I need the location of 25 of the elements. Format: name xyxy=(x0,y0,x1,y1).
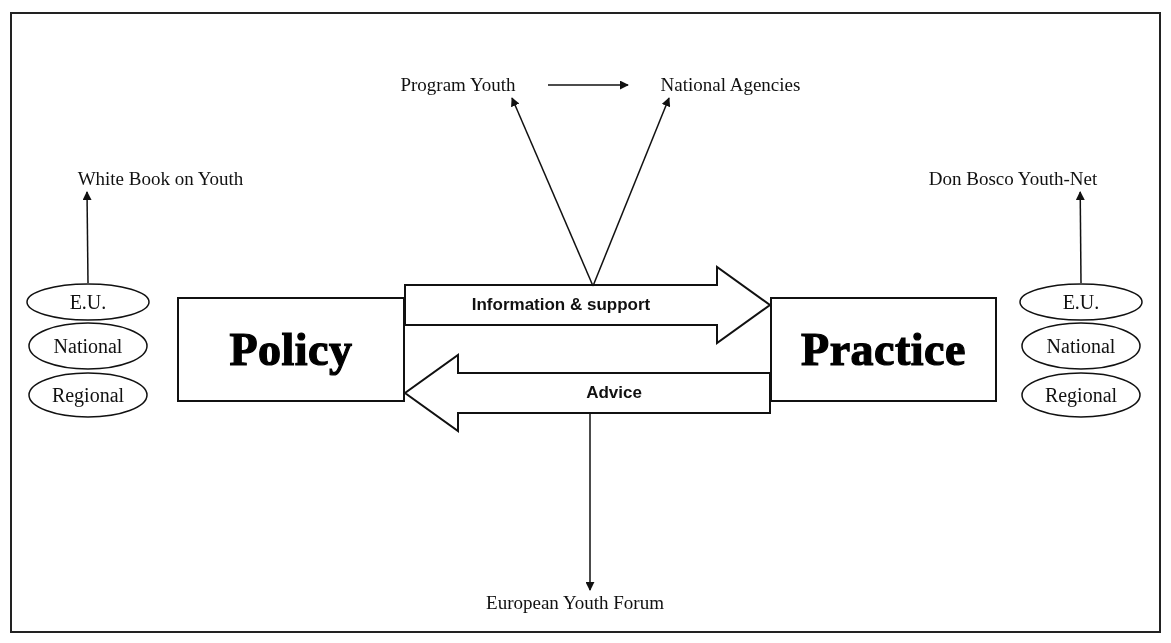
process-box xyxy=(177,297,405,402)
box-title: Policy xyxy=(229,323,353,376)
edge-label: Information & support xyxy=(470,293,652,316)
level-label: National xyxy=(53,334,123,358)
node-label: National Agencies xyxy=(660,74,801,96)
level-label: National xyxy=(1046,334,1116,358)
process-box xyxy=(770,297,997,402)
node-label: White Book on Youth xyxy=(77,168,244,190)
arrow xyxy=(1075,191,1085,284)
block-arrow xyxy=(404,265,772,345)
level-label: E.U. xyxy=(1062,290,1100,314)
arrow xyxy=(592,97,671,287)
node-label: Don Bosco Youth-Net xyxy=(928,168,1098,190)
level-label: Regional xyxy=(51,383,125,407)
arrow xyxy=(511,97,594,287)
edge-label: Advice xyxy=(585,381,643,404)
node-label: Program Youth xyxy=(400,74,516,96)
arrow xyxy=(82,191,92,284)
box-title: Practice xyxy=(801,323,966,376)
block-arrow xyxy=(403,353,771,433)
node-label: European Youth Forum xyxy=(486,592,664,614)
arrow xyxy=(547,80,629,90)
level-label: Regional xyxy=(1044,383,1118,407)
level-label: E.U. xyxy=(69,290,107,314)
arrow xyxy=(585,411,595,591)
